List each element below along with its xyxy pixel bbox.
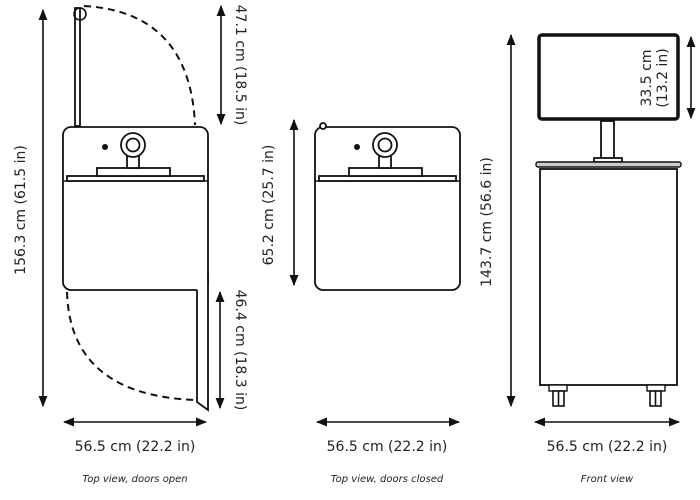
view-top-doors-open: 156.3 cm (61.5 in) 47.1 cm (18.5 in) 46.… <box>13 5 248 485</box>
view-top-doors-closed: 65.2 cm (25.7 in) 56.5 cm (22.2 in) Top … <box>261 118 461 485</box>
knob-icon <box>102 144 108 150</box>
top-door-label: 47.1 cm (18.5 in) <box>232 5 248 126</box>
cabinet-front <box>539 168 678 386</box>
knob-icon <box>354 144 360 150</box>
monitor-stand <box>600 120 615 161</box>
height-label: 65.2 cm (25.7 in) <box>261 145 277 266</box>
bottom-door-open <box>66 272 209 412</box>
width-label: 56.5 cm (22.2 in) <box>75 439 196 455</box>
caption: Front view <box>581 474 634 485</box>
monitor-label-line2: (13.2 in) <box>655 48 671 107</box>
caster-icon <box>646 384 666 407</box>
monitor-label-line1: 33.5 cm <box>639 50 655 107</box>
top-plate <box>535 161 682 168</box>
caption: Top view, doors closed <box>331 474 444 485</box>
caption: Top view, doors open <box>82 474 187 485</box>
width-label: 56.5 cm (22.2 in) <box>327 439 448 455</box>
height-label: 143.7 cm (56.6 in) <box>479 157 495 287</box>
bottom-door-label: 46.4 cm (18.3 in) <box>232 290 248 411</box>
view-front: 143.7 cm (56.6 in) 33.5 cm (13.2 in) 56.… <box>479 33 696 485</box>
cabinet-top <box>314 122 461 291</box>
top-door-open <box>73 5 196 127</box>
monitor: 33.5 cm (13.2 in) <box>537 33 680 121</box>
cabinet-top <box>62 126 209 291</box>
width-label: 56.5 cm (22.2 in) <box>547 439 668 455</box>
caster-icon <box>548 384 568 407</box>
height-label: 156.3 cm (61.5 in) <box>13 145 29 275</box>
